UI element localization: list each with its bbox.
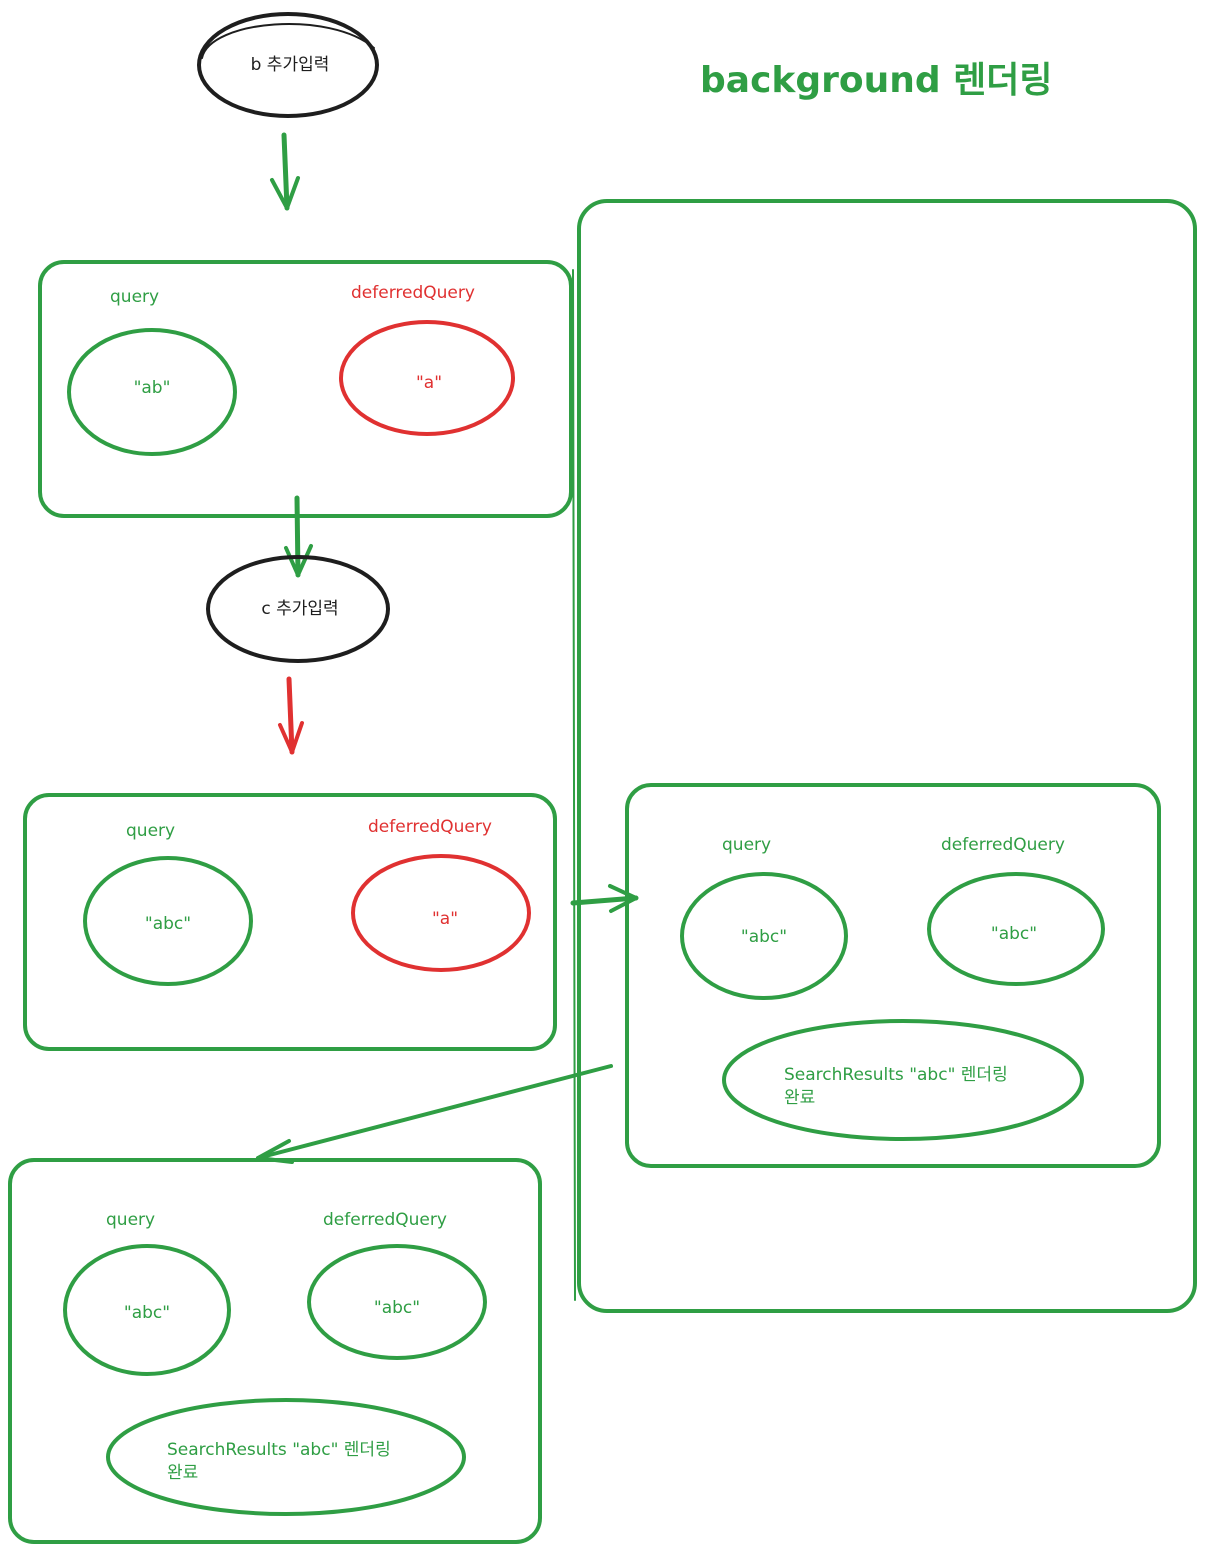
background-query-value: "abc" [741,927,787,947]
state2-box: query deferredQuery "abc" "a" [23,793,557,1051]
background-query-label: query [722,835,771,855]
background-result-line1: SearchResults "abc" 렌더링 [784,1065,1008,1085]
state3-deferred-label: deferredQuery [323,1210,447,1230]
state3-result-line1: SearchResults "abc" 렌더링 [167,1440,391,1460]
state2-query-value: "abc" [145,914,191,934]
arrow-input-c-to-state2 [278,676,304,755]
input-c-label: c 추가입력 [261,599,338,619]
state1-deferred-value: "a" [416,373,442,393]
background-state-box: query deferredQuery "abc" "abc" SearchRe… [625,783,1161,1168]
background-rendering-title: background 렌더링 [700,60,1053,101]
state1-query-value: "ab" [134,378,171,398]
input-b-label: b 추가입력 [251,55,330,75]
state3-box: query deferredQuery "abc" "abc" SearchRe… [8,1158,542,1544]
input-c-node: c 추가입력 [206,555,390,663]
state2-query-label: query [126,821,175,841]
state2-deferred-label: deferredQuery [368,817,492,837]
background-rendering-container [572,199,1197,1313]
state1-box: query deferredQuery "ab" "a" [38,260,573,518]
background-result-line2: 완료 [784,1088,815,1108]
state3-result-line2: 완료 [167,1463,198,1483]
state3-query-value: "abc" [124,1303,170,1323]
state1-deferred-label: deferredQuery [351,283,475,303]
state1-query-label: query [110,287,159,307]
arrow-state1-to-input-c [284,495,313,578]
arrow-b-to-state1 [270,132,300,211]
background-deferred-label: deferredQuery [941,835,1065,855]
background-deferred-value: "abc" [991,924,1037,944]
arrow-background-to-state3 [256,1064,613,1164]
state2-deferred-value: "a" [432,909,458,929]
input-b-node: b 추가입력 [197,12,379,118]
state3-deferred-value: "abc" [374,1298,420,1318]
state3-query-label: query [106,1210,155,1230]
